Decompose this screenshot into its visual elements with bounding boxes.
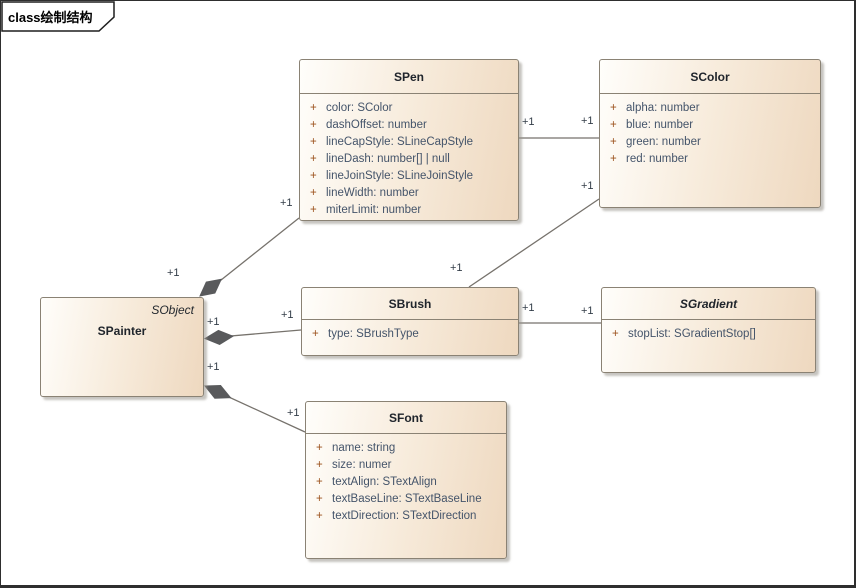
multiplicity-label: +1 (287, 407, 300, 419)
attribute-row: + color: SColor (300, 100, 518, 117)
attribute-text: textDirection: STextDirection (332, 510, 477, 522)
attribute-row: + alpha: number (600, 100, 820, 117)
visibility: + (316, 459, 323, 471)
visibility: + (310, 102, 317, 114)
attribute-text: lineCapStyle: SLineCapStyle (326, 136, 474, 148)
frame-title: class绘制结构 (8, 10, 93, 25)
attribute-text: size: numer (332, 459, 392, 471)
attribute-row: + textDirection: STextDirection (306, 508, 506, 525)
attribute-text: color: SColor (326, 102, 393, 114)
attribute-row: + green: number (600, 134, 820, 151)
visibility: + (610, 153, 617, 165)
visibility: + (610, 119, 617, 131)
attribute-row: + blue: number (600, 117, 820, 134)
multiplicity-label: +1 (167, 267, 180, 279)
attribute-text: blue: number (626, 119, 694, 131)
attribute-text: textAlign: STextAlign (332, 476, 437, 488)
attribute-text: alpha: number (626, 102, 700, 114)
visibility: + (310, 119, 317, 131)
attribute-row: + name: string (306, 440, 506, 457)
attribute-text: lineJoinStyle: SLineJoinStyle (326, 170, 474, 182)
visibility: + (316, 493, 323, 505)
class-title: SColor (600, 60, 820, 94)
multiplicity-label: +1 (581, 115, 594, 127)
attribute-row: + red: number (600, 151, 820, 168)
attribute-row: + lineWidth: number (300, 185, 518, 202)
visibility: + (610, 102, 617, 114)
class-title: SBrush (302, 288, 518, 320)
multiplicity-label: +1 (207, 361, 220, 373)
attribute-row: + lineDash: number[] | null (300, 151, 518, 168)
frame-tab (1, 1, 115, 32)
class-title: SPainter (97, 324, 147, 338)
visibility: + (310, 187, 317, 199)
attribute-text: lineDash: number[] | null (326, 153, 450, 165)
attribute-text: type: SBrushType (328, 328, 419, 340)
class-title: SGradient (602, 288, 815, 320)
attribute-row: + type: SBrushType (302, 326, 518, 343)
multiplicity-label: +1 (581, 180, 594, 192)
visibility: + (316, 476, 323, 488)
attribute-row: + miterLimit: number (300, 202, 518, 219)
attribute-list: + stopList: SGradientStop[] (602, 320, 815, 343)
multiplicity-label: +1 (207, 316, 220, 328)
attribute-row: + textBaseLine: STextBaseLine (306, 491, 506, 508)
attribute-list: + color: SColor + dashOffset: number + line… (300, 94, 518, 219)
visibility: + (310, 153, 317, 165)
composition-diamond-spainter-sfont (203, 384, 232, 399)
visibility: + (612, 328, 619, 340)
multiplicity-label: +1 (450, 262, 463, 274)
attribute-row: + lineJoinStyle: SLineJoinStyle (300, 168, 518, 185)
class-sfont[interactable]: SFont + name: string + size: numer + textAl… (305, 401, 507, 559)
attribute-row: + lineCapStyle: SLineCapStyle (300, 134, 518, 151)
visibility: + (316, 442, 323, 454)
attribute-text: miterLimit: number (326, 204, 422, 216)
visibility: + (310, 170, 317, 182)
attribute-list: + type: SBrushType (302, 320, 518, 343)
class-title: SFont (306, 402, 506, 434)
attribute-text: textBaseLine: STextBaseLine (332, 493, 482, 505)
attribute-row: + stopList: SGradientStop[] (602, 326, 815, 343)
attribute-row: + size: numer (306, 457, 506, 474)
attribute-list: + name: string + size: numer + textAlign: S… (306, 434, 506, 525)
composition-diamond-spainter-sbrush (203, 329, 235, 345)
attribute-list: + alpha: number + blue: number + green: num… (600, 94, 820, 168)
class-stereotype: SObject (151, 303, 194, 317)
multiplicity-label: +1 (522, 116, 535, 128)
class-spen[interactable]: SPen + color: SColor + dashOffset: number … (299, 59, 519, 221)
visibility: + (610, 136, 617, 148)
association-link-sbrush-scolor[interactable] (468, 198, 600, 288)
attribute-text: green: number (626, 136, 701, 148)
class-title: SPen (300, 60, 518, 94)
class-sbrush[interactable]: SBrush + type: SBrushType (301, 287, 519, 356)
visibility: + (312, 328, 319, 340)
visibility: + (310, 136, 317, 148)
multiplicity-label: +1 (280, 197, 293, 209)
attribute-row: + textAlign: STextAlign (306, 474, 506, 491)
class-sgradient[interactable]: SGradient + stopList: SGradientStop[] (601, 287, 816, 373)
attribute-row: + dashOffset: number (300, 117, 518, 134)
multiplicity-label: +1 (281, 309, 294, 321)
composition-diamond-spainter-spen (199, 278, 223, 297)
visibility: + (316, 510, 323, 522)
multiplicity-label: +1 (522, 302, 535, 314)
attribute-text: lineWidth: number (326, 187, 419, 199)
multiplicity-label: +1 (581, 305, 594, 317)
visibility: + (310, 204, 317, 216)
attribute-text: dashOffset: number (326, 119, 427, 131)
attribute-text: stopList: SGradientStop[] (628, 328, 756, 340)
class-spainter[interactable]: SObject SPainter (40, 297, 204, 397)
attribute-text: red: number (626, 153, 689, 165)
attribute-text: name: string (332, 442, 396, 454)
class-scolor[interactable]: SColor + alpha: number + blue: number + gre… (599, 59, 821, 208)
